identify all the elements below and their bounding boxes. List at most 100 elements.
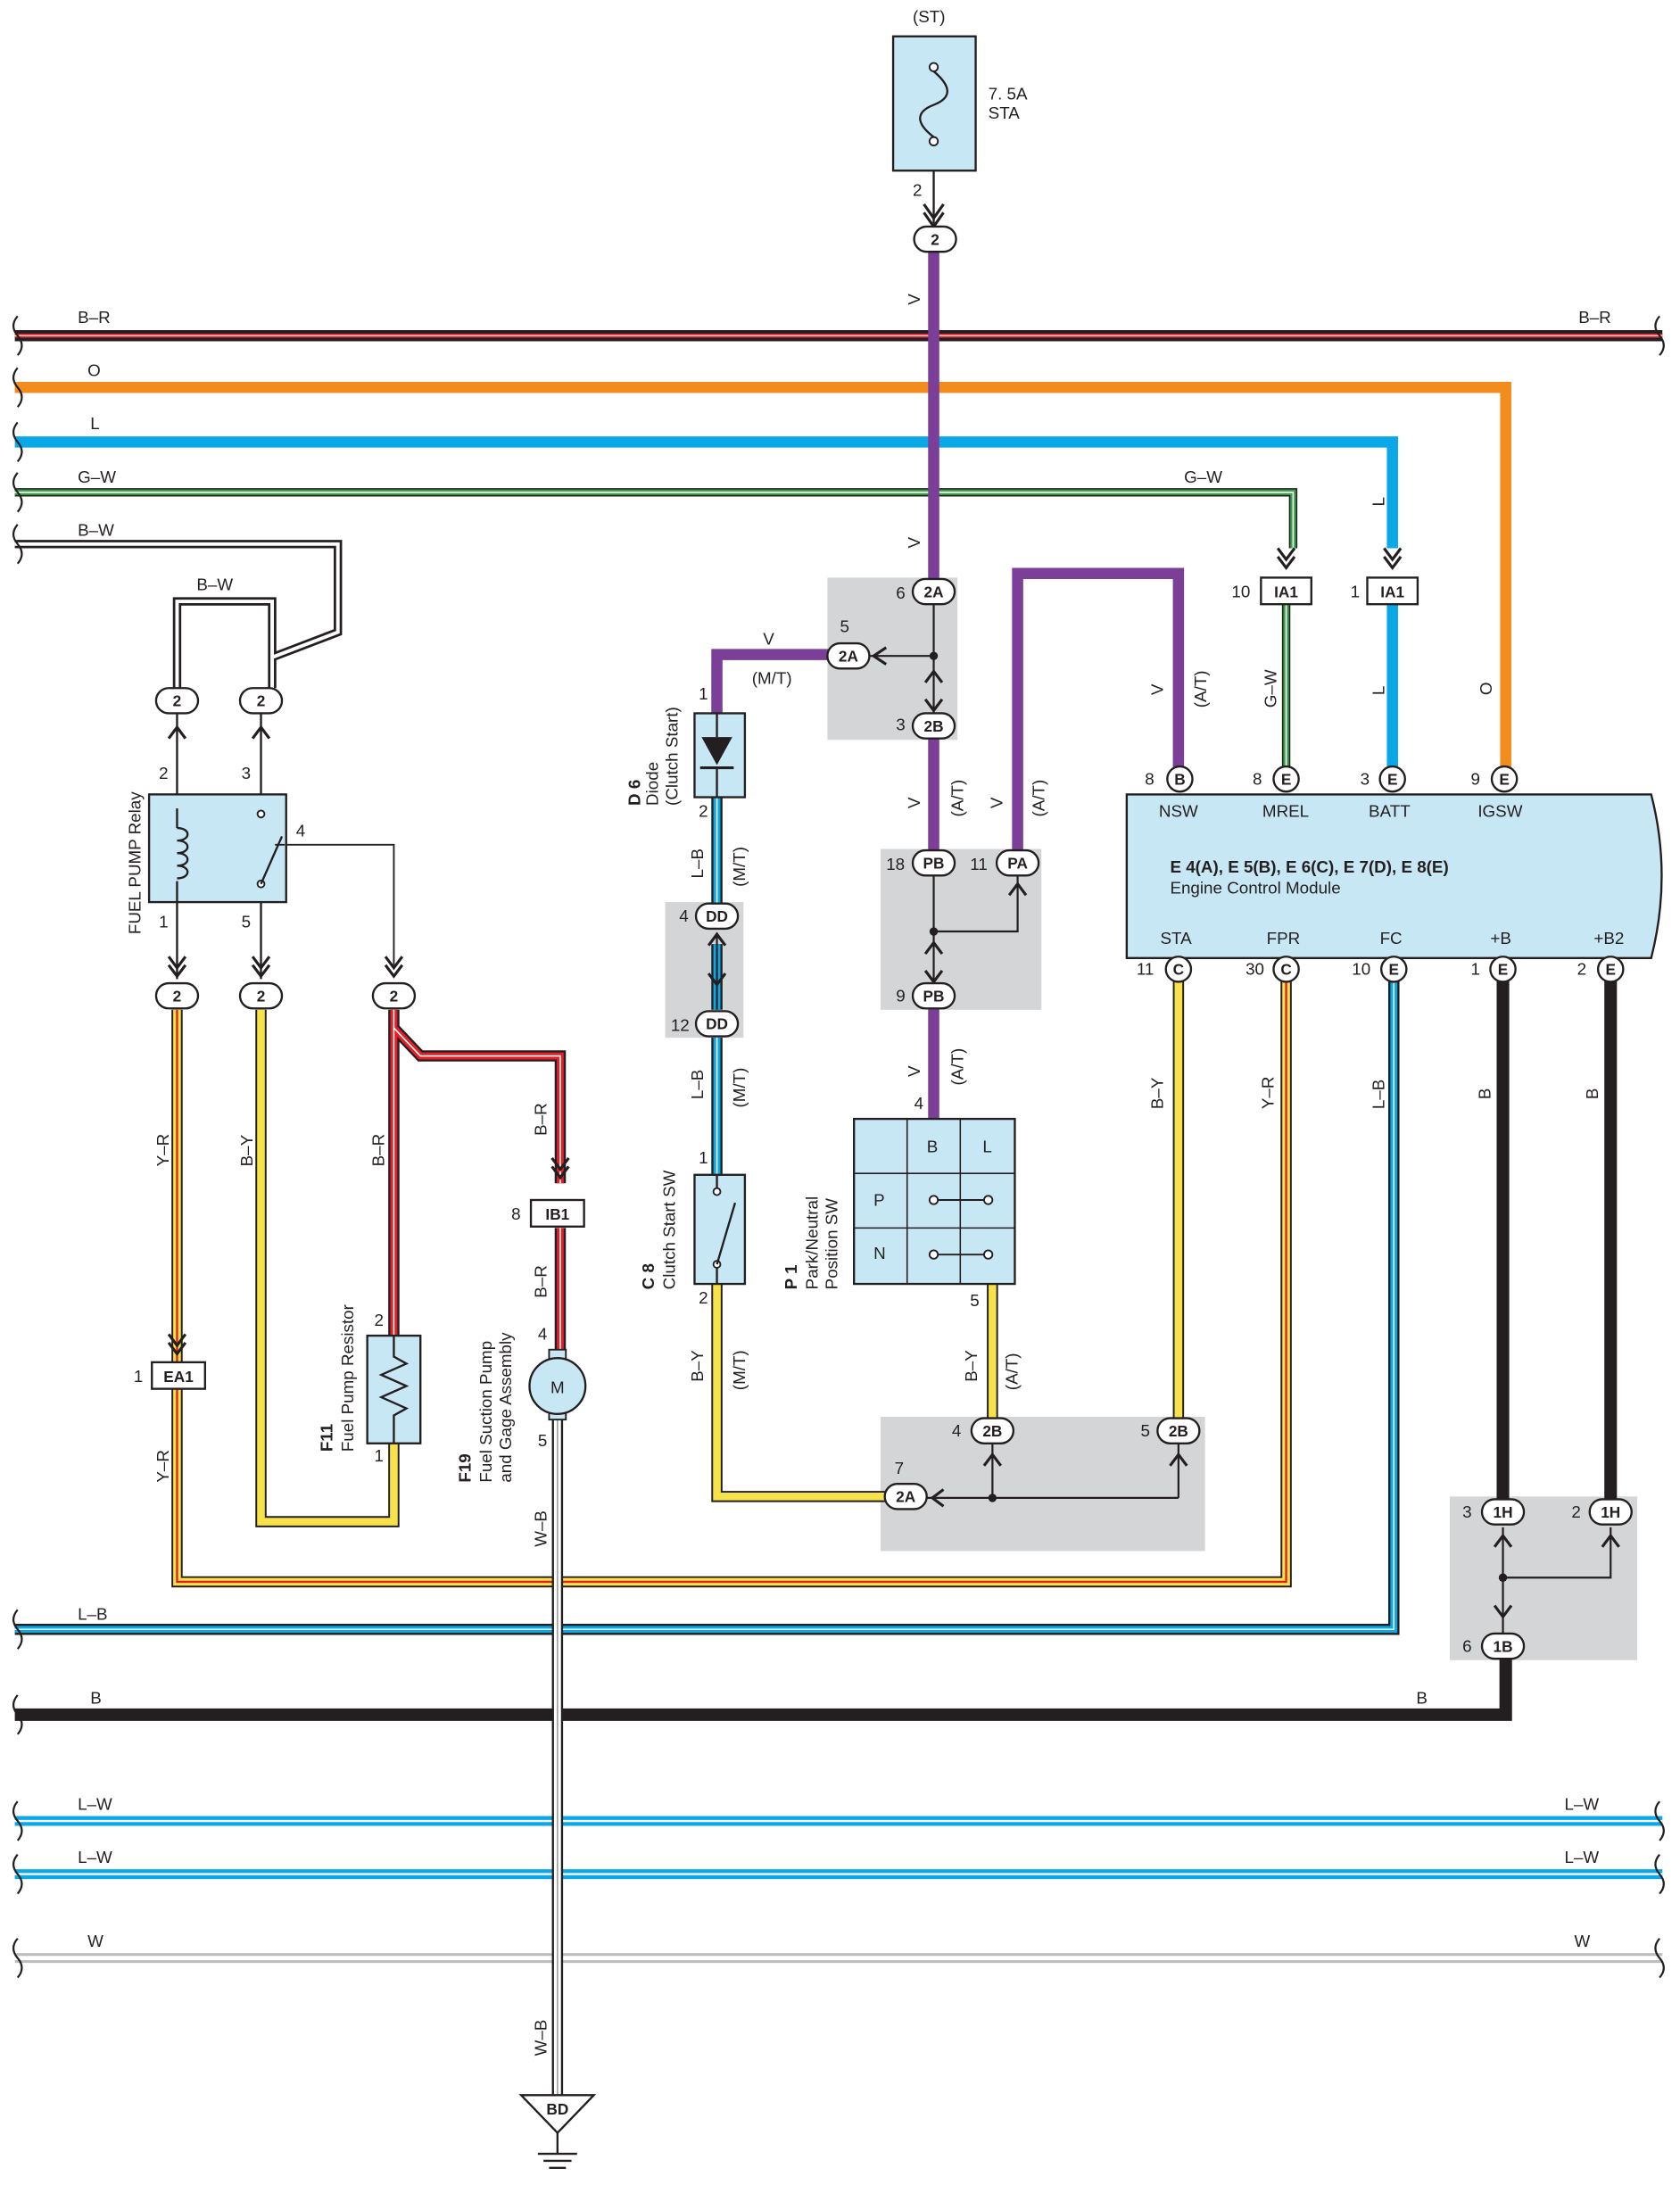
arrow-up-icon — [1601, 1533, 1620, 1548]
label-lw1-right: L–W — [1565, 1794, 1600, 1813]
pin-9: 9 — [896, 986, 905, 1005]
label-at-pa: (A/T) — [1029, 780, 1047, 817]
ecm-conn: E — [1499, 770, 1510, 788]
pin-3: 3 — [896, 715, 905, 733]
label-lb-dd: L–B — [688, 1070, 707, 1099]
pn-col-b: B — [927, 1138, 939, 1156]
label-gw-right: G–W — [1184, 468, 1222, 486]
connector-pill — [694, 1010, 740, 1038]
relay-pin-1: 1 — [159, 912, 168, 931]
arrow-down-icon — [167, 956, 187, 979]
ecm-pin-num: 11 — [1137, 960, 1154, 979]
label-by-pn: B–Y — [962, 1350, 981, 1382]
label-mt-diode: (M/T) — [730, 847, 749, 887]
ib1-pin: 8 — [511, 1204, 520, 1223]
pn-col-l: L — [982, 1138, 991, 1156]
connector-box — [1260, 576, 1312, 606]
label-b2: B — [1583, 1088, 1601, 1100]
connector-pill — [913, 225, 957, 253]
label-l-batt: L — [1369, 686, 1387, 695]
connector-ia1-b: IA1 — [1380, 583, 1404, 600]
ecm-term-fc: FC — [1380, 929, 1403, 948]
connector-ia1: 10 IA1 1 IA1 L — [1231, 497, 1419, 606]
ecm-top-pin-igsw: 9 E IGSW — [1470, 765, 1523, 820]
junction-dot — [929, 651, 939, 660]
pin-6: 6 — [896, 583, 905, 602]
pn-name-2: Position SW — [822, 1198, 840, 1290]
connector-ea1: 1 EA1 Y–R — [134, 1333, 206, 1483]
junction-dd: 4 DD 12 DD L–B (M/T) — [671, 902, 749, 1108]
ecm-pin-num: 1 — [1470, 960, 1479, 979]
ecm-term-igsw: IGSW — [1477, 801, 1522, 820]
connector-pill — [1480, 1632, 1526, 1660]
label-w-left: W — [87, 1932, 103, 1950]
ecm-term-b2: +B2 — [1593, 929, 1624, 948]
motor-icon — [528, 1356, 587, 1416]
label-br-pump-b: B–R — [531, 1265, 550, 1298]
pin-5: 5 — [840, 617, 849, 636]
relay-coil-icon — [177, 826, 189, 880]
label-b1: B — [1475, 1088, 1494, 1100]
clutch-code: C 8 — [639, 1263, 658, 1289]
wire-by-resistor — [255, 1009, 400, 1527]
park-neutral-switch: 4 B L P N 5 P 1 Park/Neutral Position SW… — [782, 1094, 1022, 1390]
wire-gw-bus — [14, 488, 1298, 549]
ecm-term-fpr: FPR — [1267, 929, 1301, 948]
label-lb-fc: L–B — [1369, 1080, 1387, 1109]
relay-top-conn-a: 2 — [173, 692, 182, 710]
ecm-conn: C — [1173, 961, 1184, 979]
arrow-up-icon — [251, 724, 271, 740]
pump-pin-5: 5 — [538, 1431, 547, 1450]
label-mt-dd: (M/T) — [730, 1068, 749, 1108]
ecm-term-mrel: MREL — [1262, 801, 1309, 820]
connector-pill — [911, 848, 956, 877]
ecm-term-batt: BATT — [1369, 801, 1411, 820]
label-o-igsw: O — [1477, 682, 1495, 695]
connector-pill — [911, 981, 956, 1010]
junction-dot — [1498, 1573, 1508, 1582]
wire-o-bus — [14, 381, 1511, 783]
fuse-terminal-top — [928, 62, 939, 72]
violet-wires — [711, 252, 1185, 1120]
label-v-mt: V — [763, 630, 774, 649]
arrow-down-icon — [1493, 1604, 1513, 1619]
connector-ea1-label: EA1 — [163, 1368, 194, 1386]
wire-relay-pin4 — [285, 843, 395, 965]
diode-pin-1: 1 — [699, 684, 708, 703]
arrow-down-icon — [167, 1333, 187, 1357]
connector-pill — [995, 848, 1040, 877]
label-br-left: B–R — [78, 308, 111, 327]
diode-name: Diode — [643, 762, 662, 806]
resistor-pin-1: 1 — [374, 1446, 383, 1465]
label-by-clutch: B–Y — [688, 1350, 707, 1382]
diode-name-2: (Clutch Start) — [663, 707, 682, 806]
clutch-start-switch: 1 2 C 8 Clutch Start SW B–Y (M/T) — [639, 1148, 749, 1390]
pump-code: F19 — [456, 1453, 475, 1482]
arrow-up-icon — [167, 724, 187, 740]
arrow-up-down-icon — [923, 668, 944, 713]
bus-labels: B–R B–R O L G–W G–W B–W L–B B B L–W L–W … — [78, 308, 1611, 1950]
connector-box — [529, 1198, 585, 1228]
resistor-zigzag-icon — [378, 1336, 410, 1444]
ecm-body — [1125, 793, 1663, 959]
fuse-pin: 2 — [913, 180, 922, 199]
connector-pill — [911, 577, 956, 606]
h1-pin-6: 6 — [1462, 1636, 1471, 1655]
fuse-terminal-bottom — [928, 136, 939, 146]
label-gw-mrel: G–W — [1262, 669, 1280, 708]
label-b-left: B — [90, 1688, 102, 1707]
label-lb-diode: L–B — [688, 848, 707, 878]
ecm-pin-num: 8 — [1253, 769, 1262, 788]
wire-l-bus — [14, 436, 1398, 549]
ecm-pin-num: 3 — [1361, 769, 1370, 788]
arrow-down-icon — [251, 956, 271, 979]
ecm-conn: C — [1280, 961, 1291, 979]
label-yr-fpr: Y–R — [1258, 1077, 1277, 1110]
fuel-pump-resistor: 2 1 F11 Fuel Pump Resistor — [317, 1304, 422, 1465]
label-at-pn: (A/T) — [948, 1048, 966, 1086]
pump-name-2: and Gage Assembly — [496, 1332, 515, 1483]
connector-pa: PA — [1007, 854, 1028, 872]
relay-bot-conn-a: 2 — [173, 987, 182, 1005]
connector-box — [151, 1361, 206, 1390]
ecm-conn: E — [1498, 961, 1509, 979]
